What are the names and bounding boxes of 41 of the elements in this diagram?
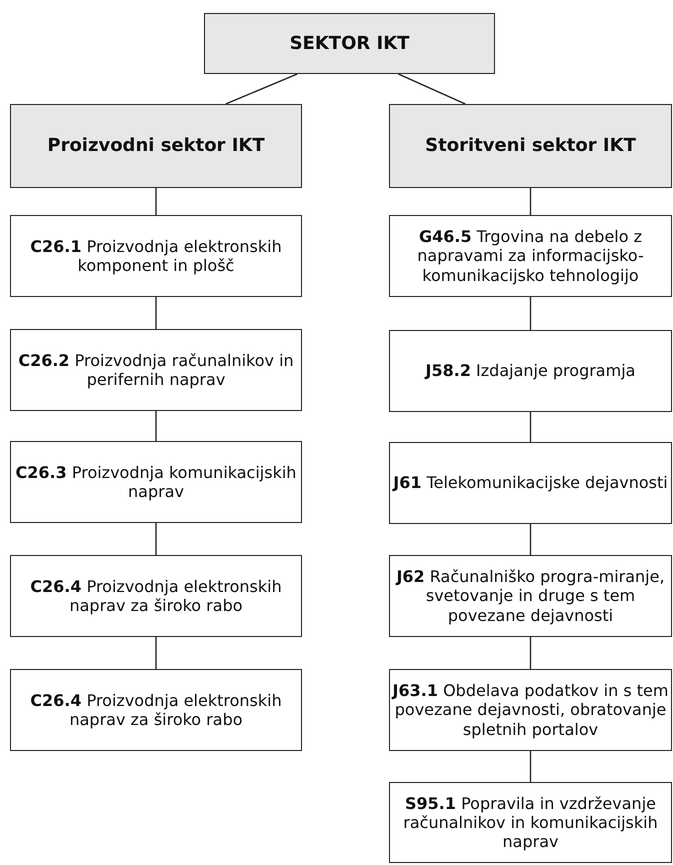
connector-line xyxy=(155,297,157,329)
connector-line xyxy=(155,188,157,215)
activity-box xyxy=(389,782,672,863)
connector-line xyxy=(398,73,466,105)
activity-text: C26.4 Proizvodnja elektronskih naprav za široko rabo xyxy=(29,576,283,616)
activity-text: J63.1 Obdelava podatkov in s tem povezane dejavnosti, obratovanje spletnih portalov xyxy=(390,681,670,739)
root-box xyxy=(204,13,495,74)
activity-text: C26.2 Proizvodnja računalnikov in perifernih naprav xyxy=(17,350,295,390)
connector-line xyxy=(155,523,157,555)
activity-box xyxy=(389,215,672,297)
activity-box xyxy=(389,330,672,412)
activity-box xyxy=(389,555,672,637)
activity-box xyxy=(10,329,302,411)
heading-text: Storitveni sektor IKT xyxy=(424,135,637,157)
activity-box xyxy=(10,441,302,523)
connector-line xyxy=(530,412,532,442)
connector-line xyxy=(155,637,157,669)
activity-text: J58.2 Izdajanje programja xyxy=(424,361,636,381)
activity-text: C26.1 Proizvodnja elektronskih komponent in plošč xyxy=(29,236,283,276)
connector-line xyxy=(530,188,532,215)
activity-text: C26.3 Proizvodnja komunikacijskih naprav xyxy=(14,462,298,502)
activity-box xyxy=(10,215,302,297)
heading-text: Proizvodni sektor IKT xyxy=(46,135,266,157)
connector-line xyxy=(530,637,532,669)
connector-line xyxy=(225,73,298,105)
category-box xyxy=(389,104,672,188)
activity-text: S95.1 Popravila in vzdrževanje računalnikov in komunikacijskih naprav xyxy=(402,794,659,852)
connector-line xyxy=(530,524,532,555)
category-box xyxy=(10,104,302,188)
activity-text: J62 Računalniško progra-miranje, svetovanje in druge s tem povezane dejavnosti xyxy=(394,567,666,625)
activity-box xyxy=(389,669,672,751)
connector-line xyxy=(530,751,532,782)
activity-text: J61 Telekomunikacijske dejavnosti xyxy=(391,473,669,493)
activity-text: C26.4 Proizvodnja elektronskih naprav za široko rabo xyxy=(29,690,283,730)
connector-line xyxy=(155,411,157,441)
activity-box xyxy=(10,555,302,637)
activity-box xyxy=(10,669,302,751)
activity-box xyxy=(389,442,672,524)
heading-text: SEKTOR IKT xyxy=(288,32,410,54)
connector-line xyxy=(530,297,532,330)
activity-text: G46.5 Trgovina na debelo z napravami za informacijsko-komunikacijsko tehnologijo xyxy=(416,227,645,285)
